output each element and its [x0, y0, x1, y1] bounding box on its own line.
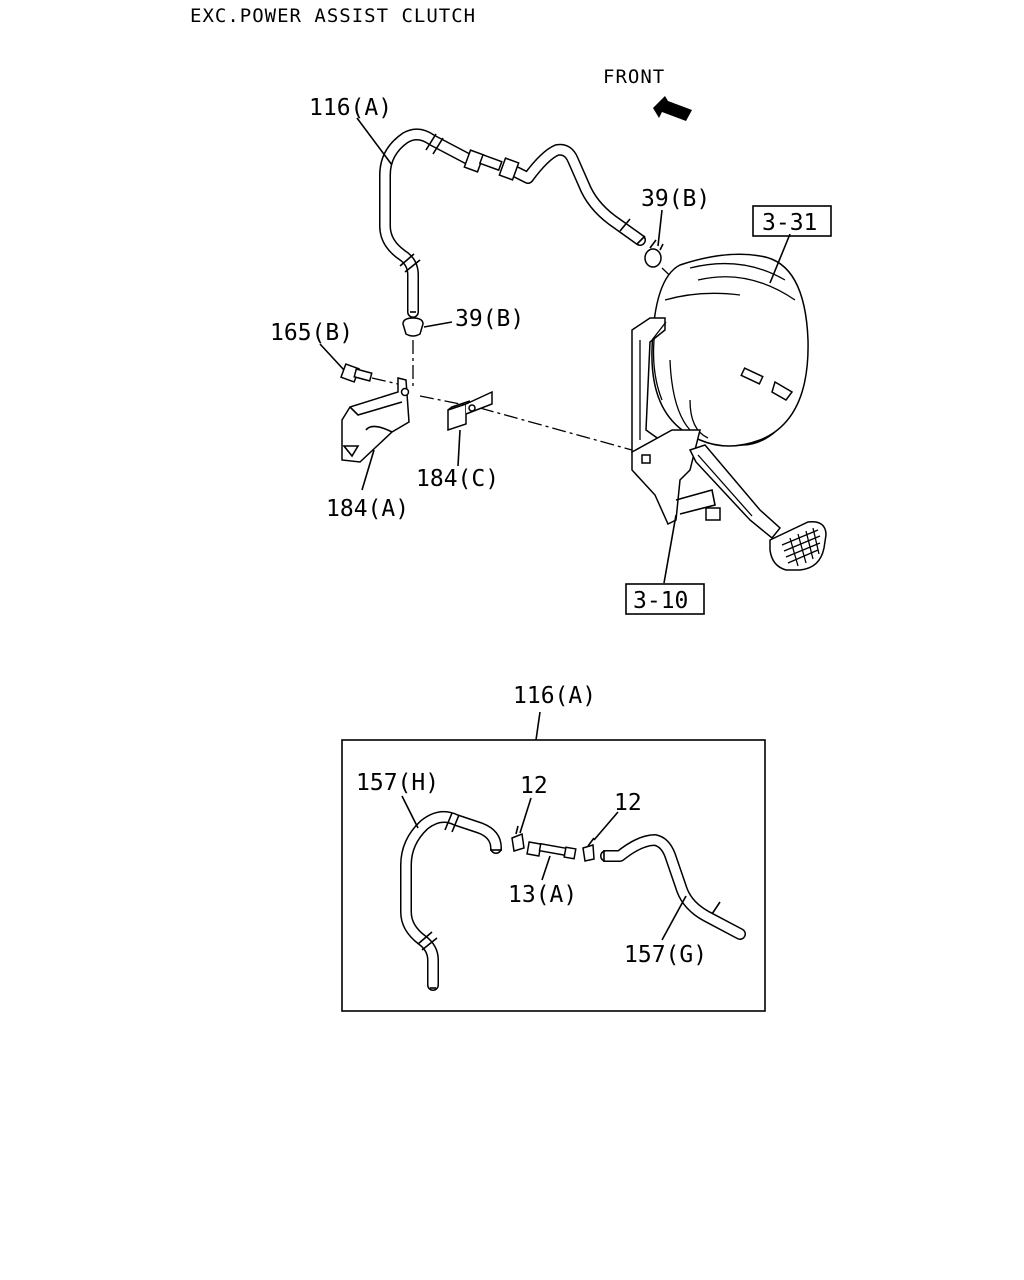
- hose-116a: [379, 128, 646, 318]
- clip-39b-lower: [402, 317, 424, 337]
- hose-157h: [400, 810, 502, 991]
- detail-frame: [341, 739, 766, 1012]
- leader-184a: [361, 449, 375, 491]
- callout-12-left: 12: [520, 773, 548, 799]
- assembly-line-pedal: [479, 407, 633, 451]
- clip-12-left: [511, 825, 525, 852]
- detail-title: 116(A): [513, 683, 596, 709]
- clutch-pedal: [688, 444, 827, 571]
- bracket-184c: [447, 390, 493, 432]
- ref-box-3-31: 3-31: [752, 205, 832, 237]
- callout-116a: 116(A): [309, 95, 392, 121]
- leader-157g: [661, 895, 687, 941]
- bracket-184a: [341, 377, 410, 463]
- leader-12-left: [519, 797, 532, 834]
- callout-39b-lower: 39(B): [455, 306, 524, 332]
- clip-39b-upper: [644, 239, 664, 268]
- assembly-line-bracket: [419, 395, 471, 407]
- leader-13a: [541, 855, 551, 881]
- brake-booster: [651, 253, 809, 447]
- hose-157g: [600, 834, 746, 940]
- callout-39b-upper: 39(B): [641, 186, 710, 212]
- callout-184a: 184(A): [326, 496, 409, 522]
- assembly-line-bolt: [371, 377, 399, 385]
- ref-box-3-10-label: 3-10: [633, 588, 688, 614]
- clip-12-right: [582, 837, 595, 862]
- diagram-title: EXC.POWER ASSIST CLUTCH: [190, 5, 476, 27]
- leader-39b-lower: [423, 321, 453, 328]
- callout-157g: 157(G): [624, 942, 707, 968]
- leader-184c: [457, 429, 461, 467]
- front-label: FRONT: [603, 66, 665, 88]
- callout-184c: 184(C): [416, 466, 499, 492]
- leader-165b: [319, 343, 345, 371]
- clutch-pedal-bracket: [631, 317, 721, 526]
- leader-12-right: [593, 811, 619, 841]
- ref-box-3-31-label: 3-31: [762, 210, 817, 236]
- connector-13a: [526, 841, 577, 860]
- callout-12-right: 12: [614, 790, 642, 816]
- callout-13a: 13(A): [508, 882, 577, 908]
- leader-116a: [356, 117, 393, 166]
- callout-165b: 165(B): [270, 320, 353, 346]
- bolt-165b: [340, 363, 373, 383]
- leader-39b-upper: [657, 209, 663, 247]
- leader-157h: [401, 795, 419, 829]
- leader-3-31: [769, 233, 791, 284]
- ref-box-3-10: 3-10: [625, 583, 705, 615]
- callout-157h: 157(H): [356, 770, 439, 796]
- front-arrow-icon: [653, 96, 692, 121]
- leader-3-10: [663, 514, 677, 584]
- leader-detail: [535, 711, 541, 741]
